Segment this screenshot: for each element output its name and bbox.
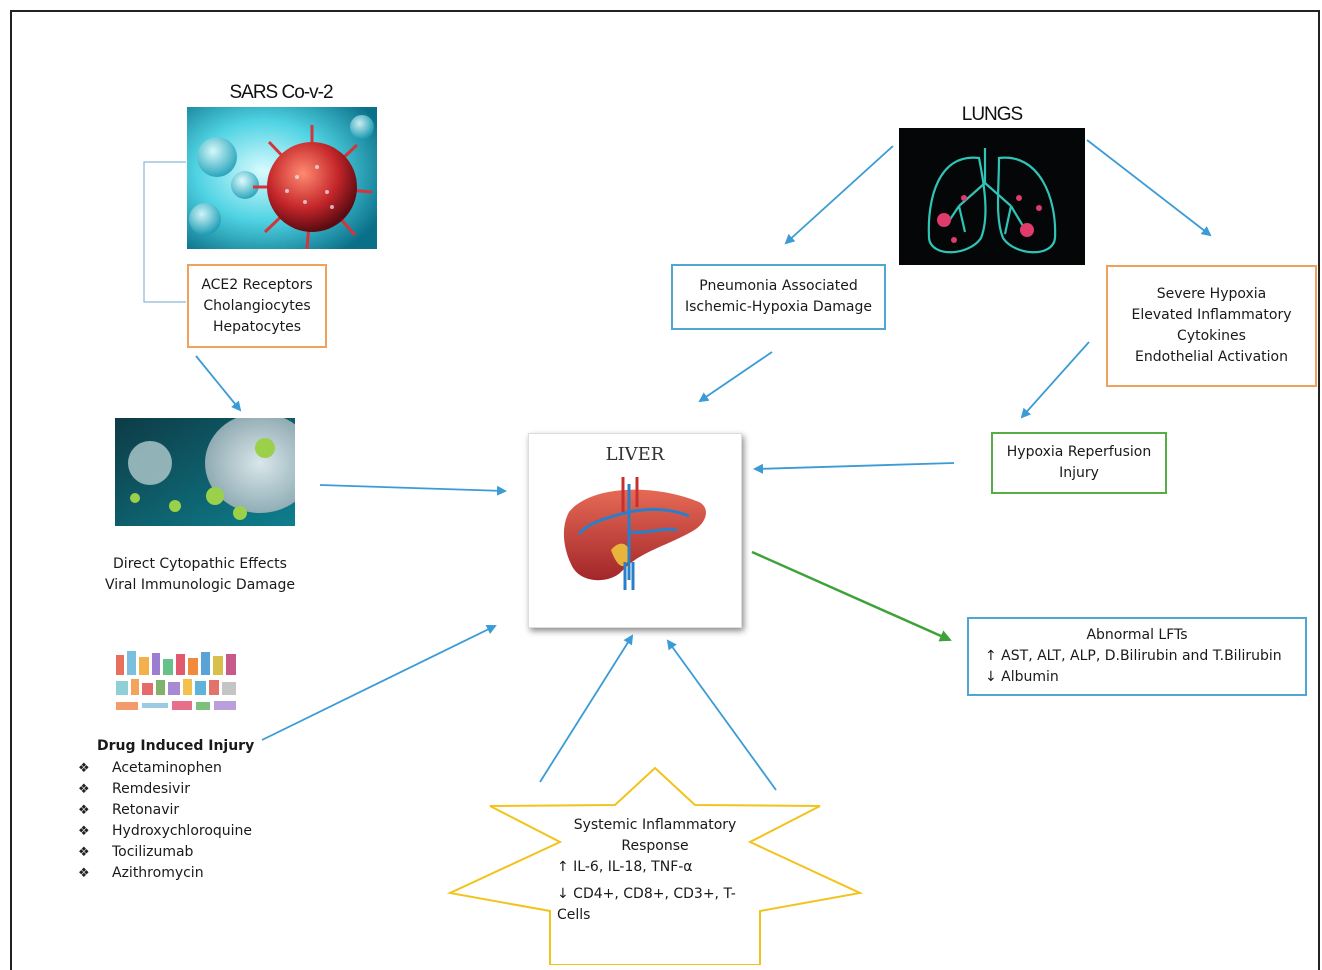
diamond-bullet-icon: ❖ <box>78 824 90 839</box>
drug-name: Azithromycin <box>112 865 204 881</box>
pneumonia-box: Pneumonia Associated Ischemic-Hypoxia Da… <box>671 264 886 330</box>
drug-name: Retonavir <box>112 802 180 818</box>
liver-title: LIVER <box>605 444 665 465</box>
liver-card: LIVER <box>528 433 742 628</box>
drug-name: Tocilizumab <box>112 844 194 860</box>
hypoxia-line: Severe Hypoxia <box>1156 286 1267 302</box>
arrow-reperfusion-to-liver <box>753 462 955 474</box>
diamond-bullet-icon: ❖ <box>78 803 90 818</box>
drug-item: ❖ Tocilizumab <box>78 842 252 863</box>
reperfusion-line: Hypoxia Reperfusion <box>1006 444 1152 460</box>
ace2-line: Cholangiocytes <box>203 297 311 314</box>
lft-title: Abnormal LFTs <box>1086 627 1188 643</box>
coronavirus-image <box>187 107 377 249</box>
direct-line: Viral Immunologic Damage <box>104 577 295 593</box>
drug-injury-title: Drug Induced Injury <box>97 738 255 754</box>
systemic-text: Systemic Inflammatory Response ↑ IL-6, I… <box>545 815 765 926</box>
lft-line: ↓ Albumin <box>985 669 1059 685</box>
drug-item: ❖ Azithromycin <box>78 863 252 884</box>
virus-cell-image <box>115 418 295 526</box>
lft-line: ↑ AST, ALT, ALP, D.Bilirubin and T.Bilir… <box>985 648 1282 664</box>
drug-name: Remdesivir <box>112 781 190 797</box>
lungs-image <box>899 128 1085 265</box>
arrow-liver-to-lfts <box>751 550 952 642</box>
sars-title: SARS Co-v-2 <box>229 82 333 103</box>
drug-name: Hydroxychloroquine <box>112 823 253 839</box>
systemic-line: ↑ IL-6, IL-18, TNF-α <box>557 859 693 875</box>
lungs-title: LUNGS <box>961 104 1023 125</box>
severe-hypoxia-box: Severe Hypoxia Elevated Inflammatory Cyt… <box>1106 265 1317 387</box>
drug-item: ❖ Remdesivir <box>78 779 252 800</box>
arrow-hypoxia-to-reperfusion <box>1020 341 1090 419</box>
arrow-star-left-to-liver <box>539 634 634 783</box>
arrow-lungs-to-hypoxia <box>1086 139 1212 237</box>
hypoxia-line: Cytokines <box>1177 328 1246 344</box>
diagram-frame <box>10 10 1320 970</box>
arrow-ace2-to-cell <box>195 355 242 412</box>
pneumonia-line: Pneumonia Associated <box>699 278 858 294</box>
direct-effects-caption: Direct Cytopathic Effects Viral Immunolo… <box>95 554 305 596</box>
hypoxia-line: Elevated Inflammatory <box>1131 307 1292 323</box>
arrow-lungs-to-pneumonia <box>784 145 894 245</box>
pneumonia-line: Ischemic-Hypoxia Damage <box>685 299 872 315</box>
direct-line: Direct Cytopathic Effects <box>113 556 287 572</box>
drug-name: Acetaminophen <box>112 760 222 776</box>
diamond-bullet-icon: ❖ <box>78 761 90 776</box>
drug-item: ❖ Acetaminophen <box>78 758 252 779</box>
ace2-line: ACE2 Receptors <box>201 276 313 293</box>
diamond-bullet-icon: ❖ <box>78 782 90 797</box>
systemic-line: Response <box>621 838 689 854</box>
arrow-cell-to-liver <box>319 484 507 496</box>
diamond-bullet-icon: ❖ <box>78 866 90 881</box>
abnormal-lfts-box: Abnormal LFTs ↑ AST, ALT, ALP, D.Bilirub… <box>967 617 1307 696</box>
drug-item: ❖ Retonavir <box>78 800 252 821</box>
arrow-drugs-to-liver <box>261 625 497 741</box>
drug-item: ❖ Hydroxychloroquine <box>78 821 252 842</box>
reperfusion-line: Injury <box>1059 465 1099 481</box>
liver-image <box>563 477 706 590</box>
ace2-line: Hepatocytes <box>212 318 302 335</box>
diamond-bullet-icon: ❖ <box>78 845 90 860</box>
hypoxia-line: Endothelial Activation <box>1135 349 1288 365</box>
drug-list: ❖ Acetaminophen ❖ Remdesivir ❖ Retonavir ❖ H… <box>78 758 252 884</box>
arrow-star-right-to-liver <box>666 639 777 791</box>
systemic-line: ↓ CD4+, CD8+, CD3+, T-Cells <box>557 886 736 923</box>
systemic-line: Systemic Inflammatory <box>573 817 737 833</box>
medications-image <box>110 645 245 720</box>
ace2-receptors-box: ACE2 Receptors Cholangiocytes Hepatocyte… <box>187 264 327 348</box>
hypoxia-reperfusion-box: Hypoxia Reperfusion Injury <box>991 432 1167 494</box>
arrow-pneumonia-to-liver <box>698 351 773 403</box>
